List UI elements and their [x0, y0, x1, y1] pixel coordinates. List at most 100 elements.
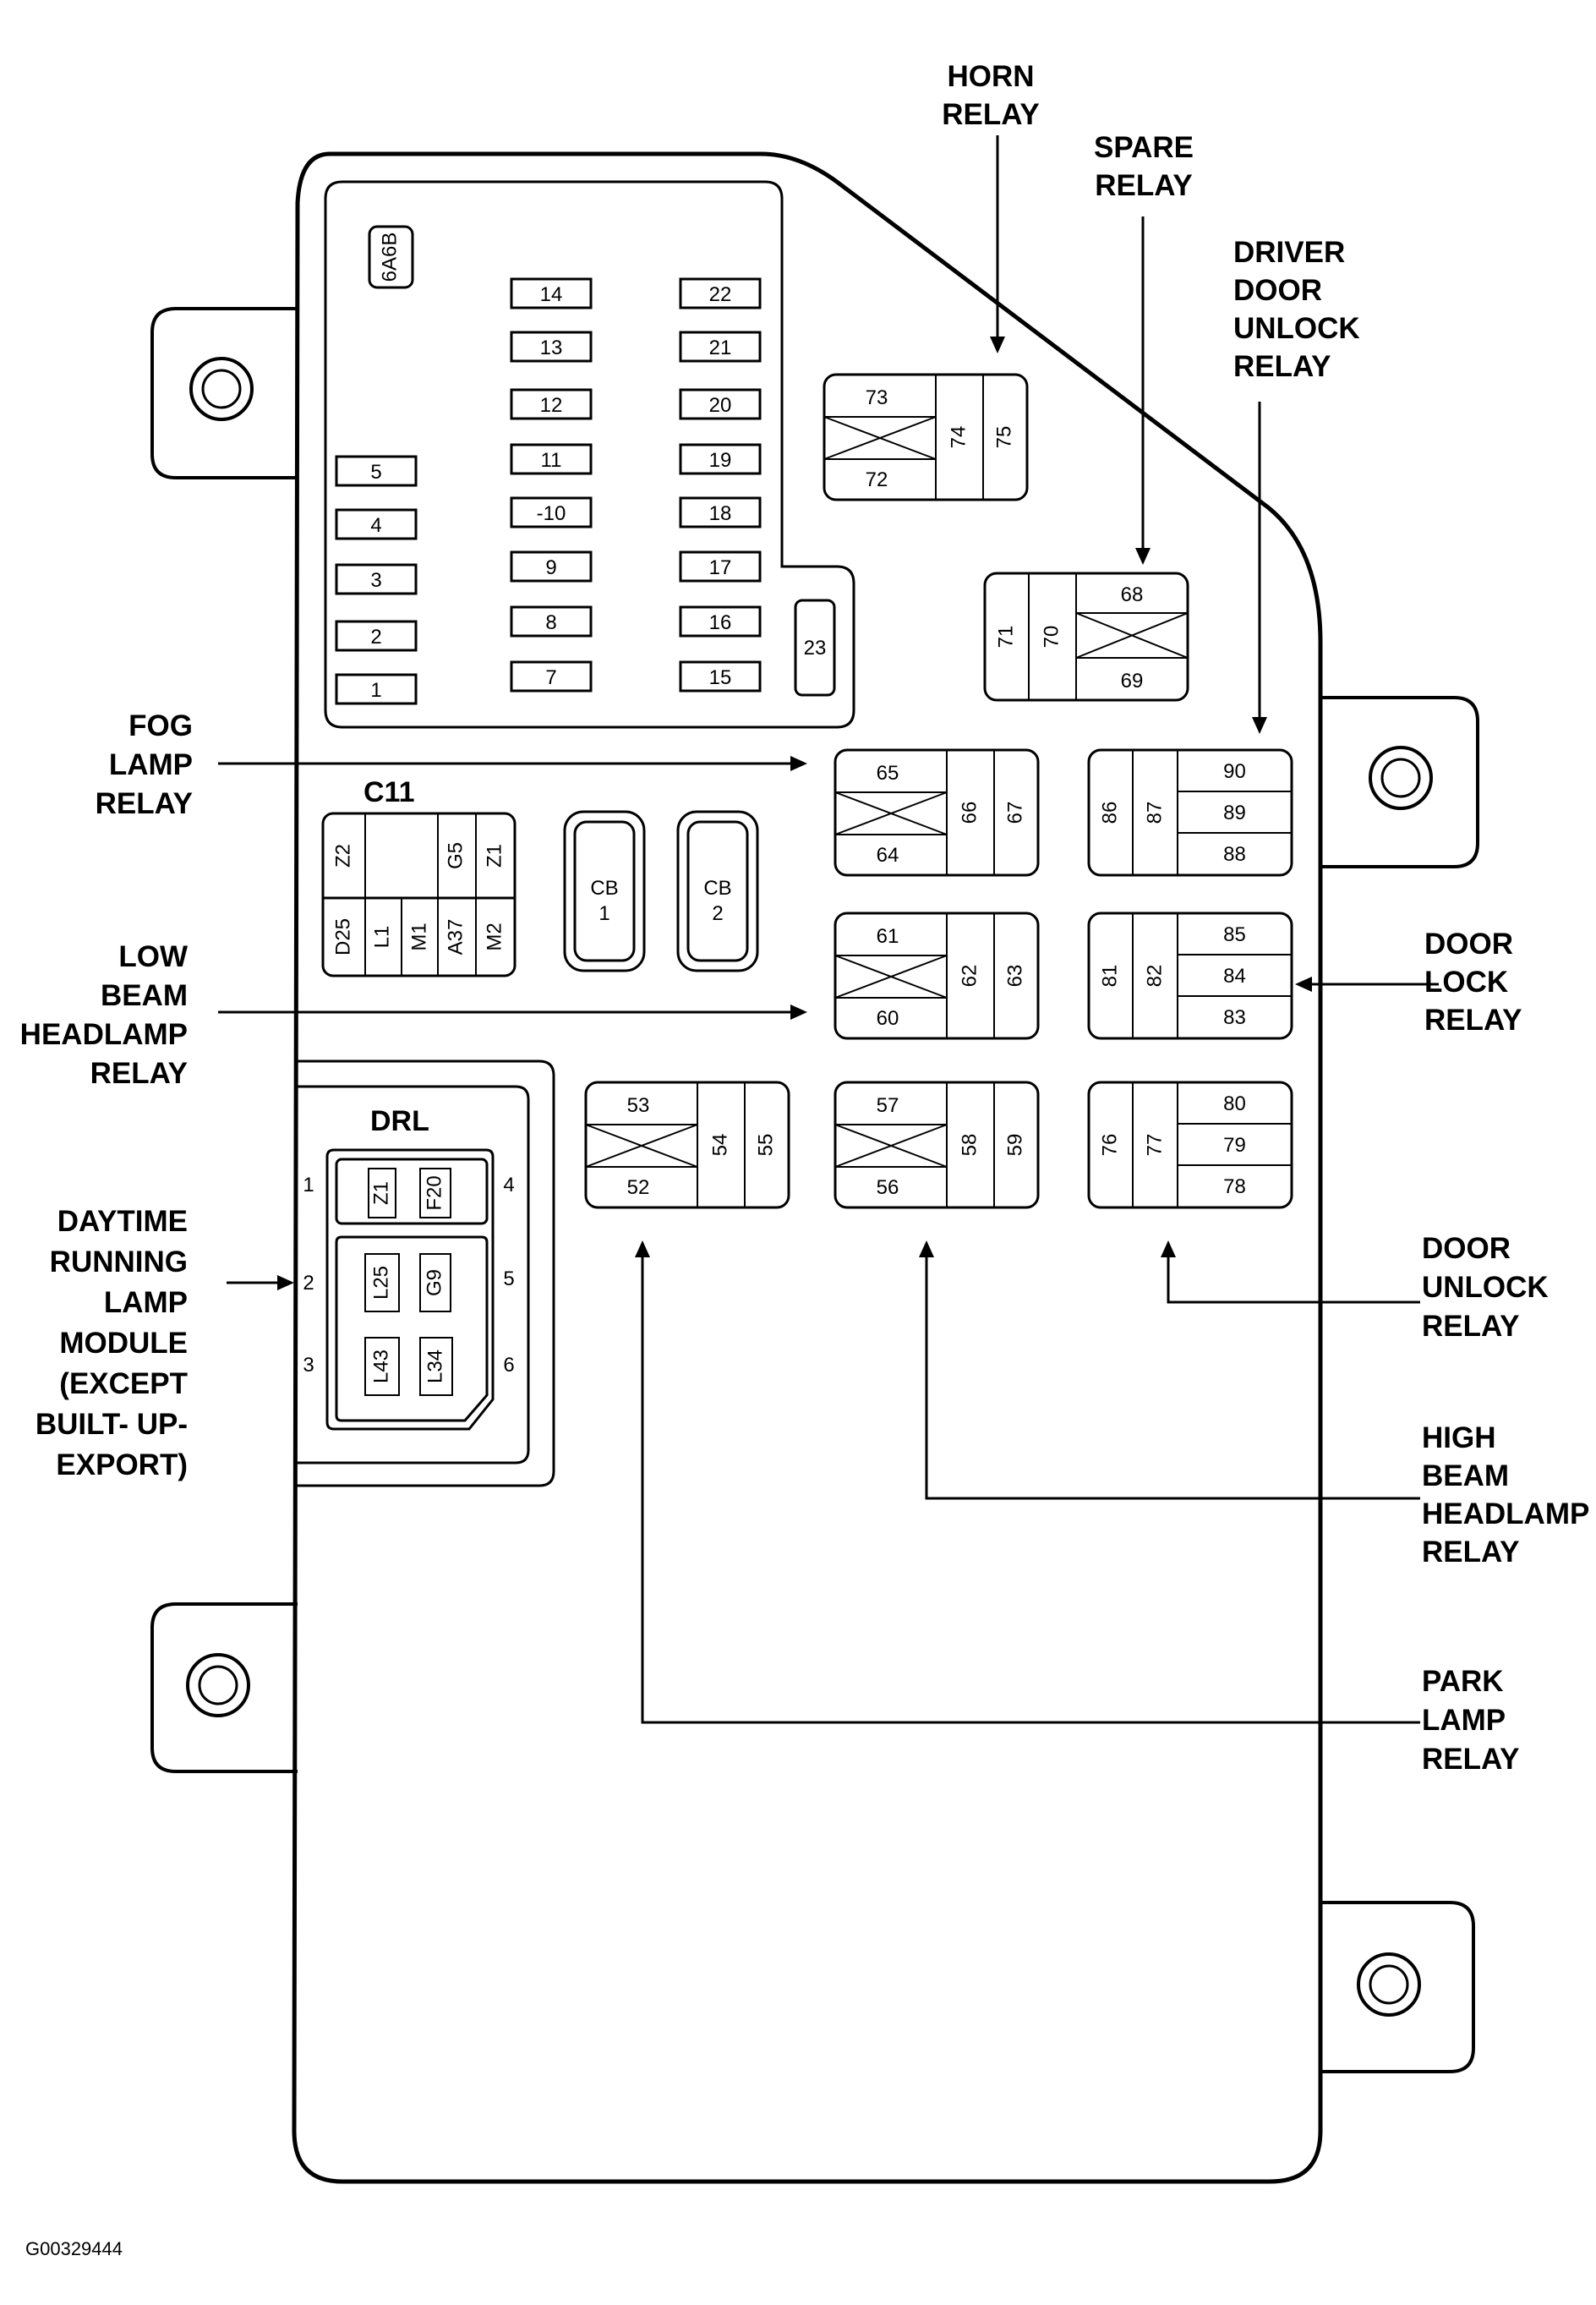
fuse-19: 19: [679, 443, 762, 475]
leader-horn-relay: [990, 135, 1005, 353]
callout-drl-module-line-2: RUNNING: [50, 1246, 188, 1278]
leader-high-beam-headlamp-relay: [919, 1240, 1420, 1500]
leader-lines: [218, 135, 1439, 1724]
relay-high-beam-pin-59: 59: [1003, 1134, 1026, 1157]
cb2-number: 2: [712, 902, 723, 925]
relay-spare-pin-71: 71: [994, 626, 1017, 649]
housing-outline: [292, 151, 1323, 2184]
relay-door-unlock-pin-77: 77: [1143, 1134, 1166, 1157]
fuse-14-label: 14: [540, 283, 563, 306]
callout-driver-door-unlock-relay-line-4: RELAY: [1233, 350, 1331, 383]
circuit-breaker-cb2: CB 2: [676, 810, 759, 972]
callout-door-lock-relay-line-1: DOOR: [1424, 928, 1513, 961]
leader-fog-lamp-relay: [218, 756, 807, 771]
relay-park-pin-54: 54: [708, 1134, 731, 1157]
c11-pin-a37: A37: [444, 919, 467, 955]
c11-pin-g5: G5: [444, 842, 467, 869]
fuse-4-label: 4: [370, 514, 381, 537]
drl-title: DRL: [370, 1105, 429, 1137]
drl-cell-l25: L25: [369, 1266, 392, 1300]
callout-low-beam-headlamp-relay-line-2: BEAM: [101, 979, 188, 1012]
fuse-13-label: 13: [540, 337, 563, 359]
leader-spare-relay: [1135, 216, 1151, 565]
mounting-tab-upper-right: [1320, 696, 1479, 868]
drl-pin-5: 5: [503, 1267, 514, 1290]
c11-connector: C11 Z2 G5 Z1 D25 L1 M1 A37 M2: [321, 776, 517, 977]
cb1-label: CB: [590, 877, 618, 900]
fuse-panel-outline: [324, 180, 855, 729]
mounting-tab-upper-left: [150, 307, 298, 479]
c11-pin-m1: M1: [407, 923, 430, 950]
fuse-13: 13: [510, 331, 593, 363]
drl-pin-3: 3: [303, 1354, 314, 1377]
fuse-18: 18: [679, 496, 762, 528]
leader-park-lamp-relay: [635, 1240, 1420, 1724]
relay-driver-door-unlock-pin-86: 86: [1098, 802, 1121, 824]
relay-door-unlock-pin-76: 76: [1098, 1134, 1121, 1157]
callout-high-beam-headlamp-relay-line-4: RELAY: [1422, 1536, 1519, 1569]
fuse-5-label: 5: [370, 461, 381, 484]
fuse-21-label: 21: [709, 337, 732, 359]
relay-fog-pin-65: 65: [877, 762, 899, 785]
fuse-8: 8: [510, 605, 593, 638]
callout-drl-module-line-5: (EXCEPT: [59, 1367, 188, 1400]
relay-park-pin-55: 55: [754, 1134, 777, 1157]
callouts: HORNRELAYSPARERELAYDRIVERDOORUNLOCKRELAY…: [20, 60, 1590, 1776]
drl-module-socket: DRL Z1 F20 L25 G9 L43 L34 1 2 3 4 5 6: [296, 1059, 555, 1487]
relay-fog-pin-64: 64: [877, 844, 899, 867]
cb1-number: 1: [598, 902, 609, 925]
relay-spare-pin-68: 68: [1121, 583, 1144, 606]
fuse-7-label: 7: [545, 666, 556, 689]
mounting-tab-lower-right: [1320, 1901, 1475, 2073]
relay-fog-pin-67: 67: [1003, 802, 1026, 824]
fuse-11-label: 11: [541, 449, 562, 472]
relay-driver-door-unlock-pin-88: 88: [1223, 843, 1246, 866]
relay-door-lock-pin-85: 85: [1223, 923, 1246, 946]
fuse-17: 17: [679, 550, 762, 583]
callout-drl-module-line-6: BUILT- UP-: [36, 1408, 188, 1441]
callout-low-beam-headlamp-relay-line-3: HEADLAMP: [20, 1018, 188, 1051]
callout-driver-door-unlock-relay-line-3: UNLOCK: [1233, 312, 1360, 345]
relay-park-pin-53: 53: [627, 1094, 650, 1117]
relay-driver-door-unlock-pin-89: 89: [1223, 802, 1246, 824]
relay-door-lock-pin-84: 84: [1223, 965, 1246, 988]
fuse-20-label: 20: [709, 394, 732, 417]
fuse-17-label: 17: [709, 556, 732, 579]
fuse-15-label: 15: [709, 666, 732, 689]
housing: [150, 151, 1479, 2184]
callout-horn-relay-line-2: RELAY: [942, 98, 1039, 131]
relay-driver-door-unlock-pin-87: 87: [1143, 802, 1166, 824]
fuse-5: 5: [335, 455, 418, 487]
callout-fog-lamp-relay-line-2: LAMP: [109, 748, 193, 781]
fuse-15: 15: [679, 660, 762, 693]
callout-high-beam-headlamp-relay-line-3: HEADLAMP: [1422, 1497, 1589, 1530]
fuse-9: 9: [510, 550, 593, 583]
relay-high-beam-pin-56: 56: [877, 1176, 899, 1199]
drl-pin-6: 6: [503, 1354, 514, 1377]
drl-pin-2: 2: [303, 1272, 314, 1295]
relay-spare: 71 70 68 69: [983, 572, 1189, 702]
callout-drl-module-line-4: MODULE: [59, 1327, 188, 1360]
drl-pin-4: 4: [503, 1174, 514, 1196]
c11-pin-l1: L1: [370, 926, 393, 949]
mounting-tab-lower-left: [150, 1602, 298, 1773]
callout-fog-lamp-relay-line-1: FOG: [128, 709, 193, 742]
callout-door-unlock-relay-line-2: UNLOCK: [1422, 1271, 1549, 1304]
callout-drl-module-line-7: EXPORT): [56, 1448, 188, 1481]
callout-low-beam-headlamp-relay-line-1: LOW: [118, 940, 188, 973]
callout-drl-module-line-1: DAYTIME: [57, 1205, 188, 1238]
fuse-10: -10: [510, 496, 593, 528]
